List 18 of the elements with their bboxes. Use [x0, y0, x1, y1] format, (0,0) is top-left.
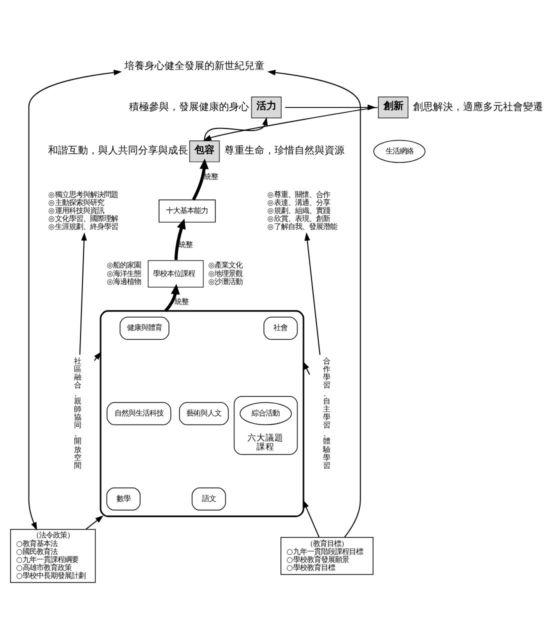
node-label: 積極參與，發展健康的身心 — [129, 101, 250, 112]
arrow — [192, 158, 209, 200]
arrow — [28, 69, 122, 530]
arrow — [174, 218, 186, 260]
arrow — [164, 283, 180, 312]
arrow — [302, 499, 320, 538]
arrow — [79, 232, 87, 355]
arrow — [94, 351, 102, 361]
arrow — [304, 232, 320, 355]
node-text: 培養身心健全發展的新世紀兒童 — [124, 60, 265, 72]
arrow — [203, 106, 378, 140]
arrow — [267, 69, 361, 538]
cluster — [100, 310, 304, 517]
node-label: 尊重生命，珍惜自然與資源 — [224, 145, 344, 156]
node-label: 和諧互動，與人共同分享與成長 — [48, 145, 188, 156]
arrow — [85, 514, 104, 530]
node-label: 創思解決，適應多元社會變遷 — [412, 101, 543, 112]
arrow — [204, 116, 268, 140]
